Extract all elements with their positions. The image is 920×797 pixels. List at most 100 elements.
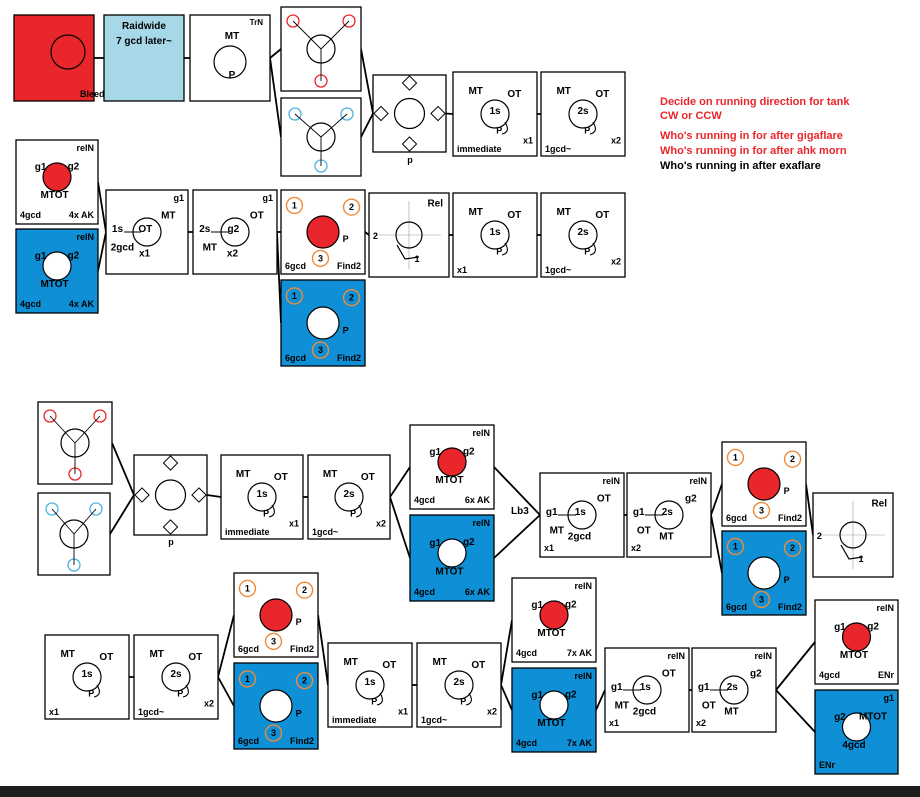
arena-circle	[539, 600, 569, 630]
box-label: 1s	[489, 227, 501, 238]
puddle-marker-2	[89, 502, 103, 516]
box-frame	[105, 189, 189, 275]
box-frame	[691, 647, 777, 733]
connector-34	[500, 619, 513, 686]
box-label: immediate	[457, 144, 502, 154]
box-label: relN	[574, 671, 592, 681]
box-label: 2	[302, 676, 307, 686]
box-label: 1s	[575, 507, 587, 518]
connector-7	[445, 112, 454, 115]
box-label: P	[350, 508, 356, 518]
box-label: MT	[550, 525, 564, 536]
box-label: 4gcd	[20, 210, 41, 220]
diamond-marker-3	[430, 105, 446, 122]
box-label: x2	[204, 698, 214, 708]
note-gigaflare: Who's running in for after gigaflare	[660, 130, 843, 142]
box-label: P	[177, 688, 183, 698]
box-label: OT	[382, 660, 396, 671]
tower-marker-2	[295, 581, 314, 599]
tower-marker-3	[752, 590, 771, 609]
connector-28	[805, 483, 814, 536]
connector-38	[775, 641, 816, 691]
box-label: OT	[597, 494, 611, 505]
box-label: 4gcd	[414, 495, 435, 505]
arena-circle	[161, 662, 191, 692]
arena-circle	[154, 479, 187, 511]
box-label: g2	[867, 621, 879, 632]
free-labels: Lb3	[511, 506, 529, 517]
box-label: 2gcd	[568, 531, 591, 542]
tower-marker-1	[285, 287, 304, 305]
tower-marker-2	[783, 450, 802, 468]
box-frame	[539, 472, 625, 558]
rel-arrow	[396, 244, 420, 260]
tower-marker-1	[238, 670, 257, 688]
box-frame	[133, 634, 219, 720]
puddle-marker-1	[286, 14, 300, 28]
box-label: Raidwide	[122, 21, 166, 32]
box-label: MT	[161, 211, 175, 222]
box-label: x2	[487, 706, 497, 716]
box-label: g2	[565, 599, 577, 610]
box-label: 1s	[81, 669, 93, 680]
box-label: 3	[271, 728, 276, 738]
box-frame	[626, 472, 712, 558]
arena-circle	[50, 34, 86, 70]
box-label: OT	[188, 652, 202, 663]
box-label: 2gcd	[111, 242, 134, 253]
box-label: OT	[595, 210, 609, 221]
box-label: 1	[414, 254, 419, 264]
connector-14	[364, 231, 370, 236]
box-label: Find2	[337, 353, 361, 363]
box-label: 6gcd	[726, 513, 747, 523]
tower-marker-2	[342, 198, 361, 216]
box-label: MTOT	[537, 718, 565, 729]
box-frame	[13, 14, 95, 102]
box-label: g2	[565, 689, 577, 700]
box-label: MT	[468, 207, 482, 218]
connector-39	[775, 689, 816, 733]
puddle-marker-2	[93, 409, 107, 423]
box-label: 1s	[256, 489, 268, 500]
arena-circle	[259, 689, 293, 723]
box-label: 2	[790, 543, 795, 553]
box-label: g2	[463, 446, 475, 457]
arena-circle	[355, 670, 385, 700]
box-label: 6gcd	[285, 261, 306, 271]
box-frame	[540, 192, 626, 278]
box-label: 7x AK	[567, 738, 593, 748]
box-label: g1	[429, 538, 441, 549]
box-label: MTOT	[859, 711, 887, 722]
note-cw-ccw: CW or CCW	[660, 110, 722, 122]
box-label: g1	[429, 447, 441, 458]
box-bleed: Bleed	[13, 14, 105, 102]
box-label: immediate	[225, 527, 270, 537]
box-frame	[452, 71, 538, 157]
box-label: g2	[68, 250, 80, 261]
box-label: MT	[225, 31, 239, 42]
box-label: immediate	[332, 715, 377, 725]
box-label: x1	[609, 718, 619, 728]
box-exa-blue-2	[37, 492, 111, 576]
path-line-1	[49, 415, 76, 444]
box-label: MT	[659, 531, 673, 542]
box-label: 7x AK	[567, 648, 593, 658]
box-label: OT	[637, 525, 651, 536]
arena-circle	[306, 306, 340, 340]
puddle-marker-1	[45, 502, 59, 516]
box-label: MT	[615, 700, 629, 711]
box-label: 3	[759, 594, 764, 604]
run-arrow	[355, 504, 362, 518]
box-label: g1	[262, 193, 273, 203]
bottom-bar	[0, 786, 920, 797]
box-label: x2	[376, 518, 386, 528]
tower-marker-2	[783, 539, 802, 557]
puddle-marker-2	[342, 14, 356, 28]
